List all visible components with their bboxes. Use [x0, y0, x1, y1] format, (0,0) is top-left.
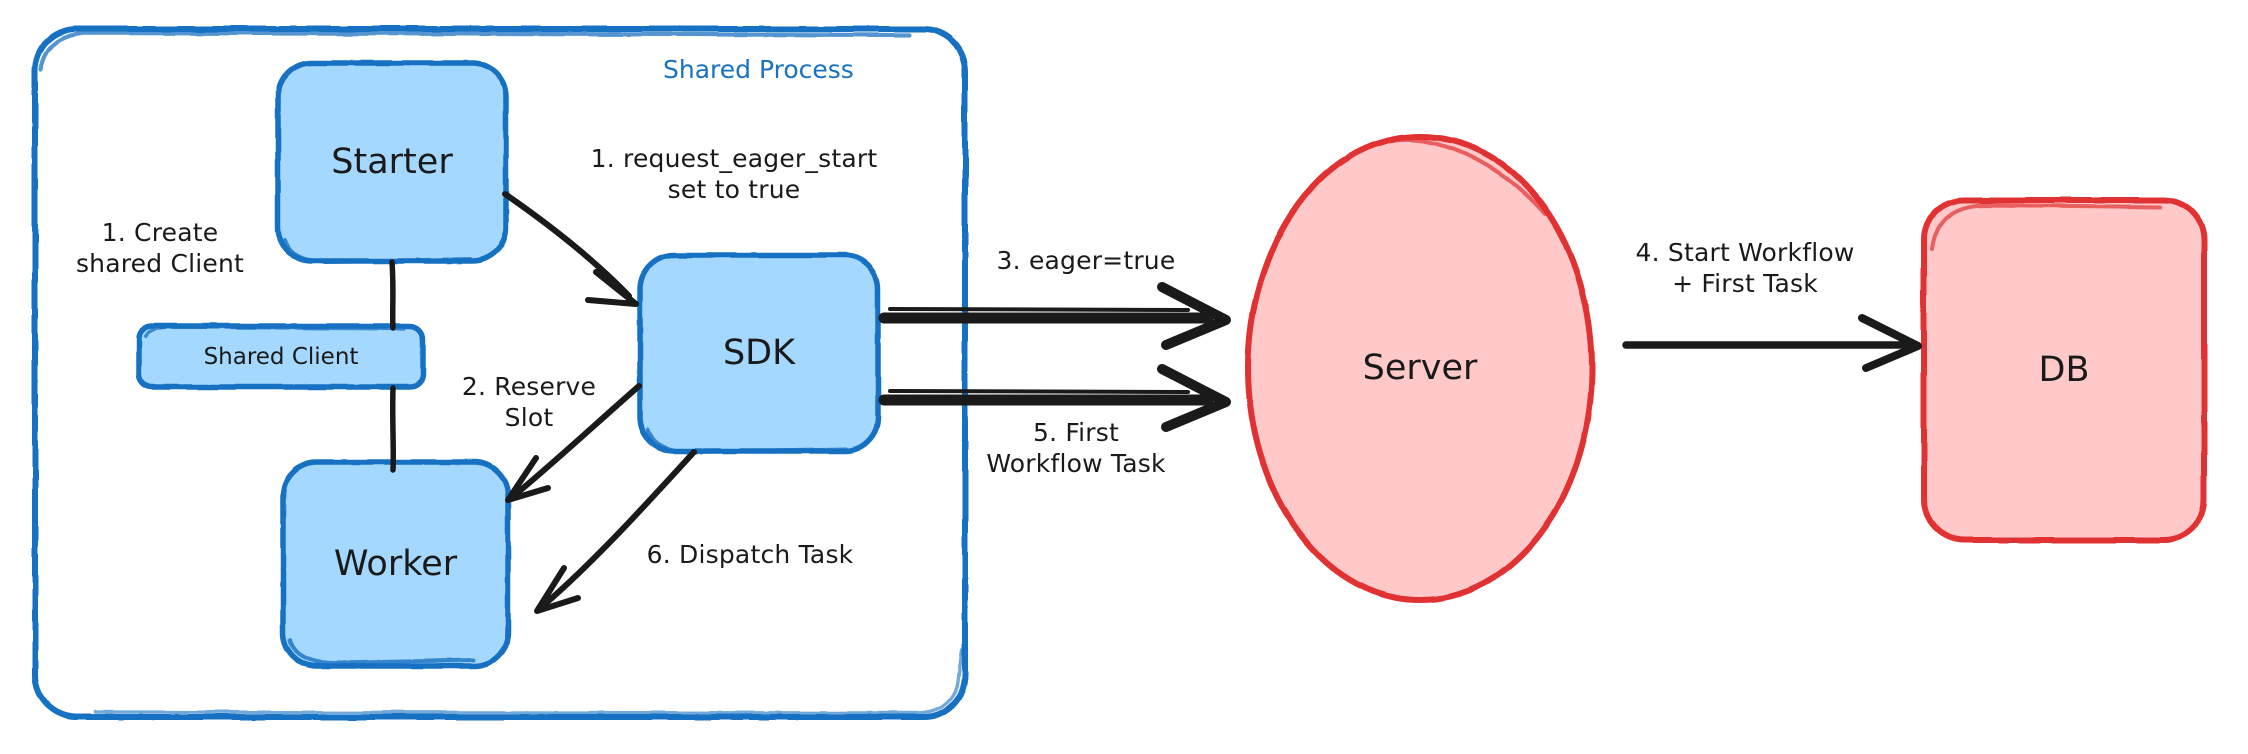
- edge-label-first-workflow-task: 5. First Workflow Task: [986, 418, 1166, 478]
- node-worker-shape[interactable]: [280, 459, 511, 669]
- edge-sdk-worker-reserve[interactable]: [505, 383, 642, 503]
- edge-server-db[interactable]: [1622, 314, 1922, 372]
- edge-shared-client-worker[interactable]: [389, 385, 397, 473]
- node-sdk-shape[interactable]: [637, 252, 881, 455]
- edge-label-create-shared-client: 1. Create shared Client: [75, 218, 245, 278]
- shared-process-title: Shared Process: [663, 55, 854, 84]
- edge-sdk-worker-dispatch[interactable]: [534, 449, 697, 614]
- edge-sdk-server-eager[interactable]: [878, 282, 1231, 350]
- node-db-shape[interactable]: [1921, 197, 2207, 543]
- edge-label-reserve-slot: 2. Reserve Slot: [461, 372, 597, 432]
- node-shared-client-shape[interactable]: [136, 323, 426, 390]
- edge-label-eager-true: 3. eager=true: [996, 246, 1176, 275]
- edge-label-start-workflow-first-task: 4. Start Workflow + First Task: [1635, 238, 1855, 298]
- shared-process-container[interactable]: [32, 26, 968, 720]
- edge-label-request-eager-start: 1. request_eager_start set to true: [590, 144, 878, 204]
- edge-sdk-server-first-task[interactable]: [878, 364, 1231, 432]
- node-starter-shape[interactable]: [275, 60, 509, 265]
- edge-starter-sdk[interactable]: [502, 191, 639, 307]
- edge-starter-shared-client[interactable]: [389, 259, 396, 331]
- edge-label-dispatch-task: 6. Dispatch Task: [646, 540, 854, 569]
- node-server-shape[interactable]: [1245, 133, 1595, 603]
